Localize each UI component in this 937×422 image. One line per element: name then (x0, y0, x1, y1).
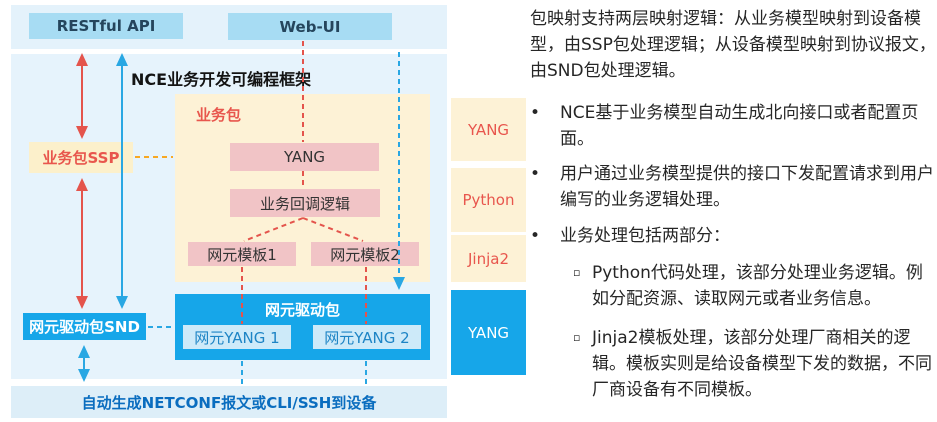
intro-paragraph: 包映射支持两层映射逻辑：从业务模型映射到设备模型，由SSP包处理逻辑；从设备模型… (530, 9, 936, 81)
bullet-icon: • (530, 226, 541, 246)
snd-box: 网元驱动包SND (23, 313, 146, 340)
legend-jinja2-label: Jinja2 (467, 249, 509, 268)
bullet-text: 用户通过业务模型提供的接口下发配置请求到用户编写的业务逻辑处理。 (560, 164, 934, 210)
sub-bullet-icon: ▫ (573, 331, 581, 344)
framework-title: NCE业务开发可编程框架 (131, 70, 312, 89)
list-item: • 业务处理包括两部分： (530, 223, 936, 249)
snd-label: 网元驱动包SND (29, 318, 140, 336)
ne-yang1-label: 网元YANG 1 (194, 328, 280, 347)
ssp-label: 业务包SSP (42, 149, 120, 167)
driver-package-label: 网元驱动包 (264, 301, 340, 319)
legend-python-box: Python (451, 168, 526, 232)
restful-api-box: RESTful API (29, 13, 183, 39)
netconf-banner-label: 自动生成NETCONF报文或CLI/SSH到设备 (81, 393, 377, 412)
legend-yang-bottom-box: YANG (451, 290, 526, 375)
sub-list-item: ▫ Jinja2模板处理，该部分处理厂商相关的逻辑。模板实则是给设备模型下发的数… (573, 325, 936, 403)
restful-api-label: RESTful API (56, 17, 156, 35)
legend-yang-bottom-label: YANG (467, 323, 510, 342)
netconf-banner: 自动生成NETCONF报文或CLI/SSH到设备 (11, 386, 447, 418)
legend-yang-top-label: YANG (467, 120, 510, 139)
bullet-icon: • (530, 164, 541, 184)
legend-python-label: Python (462, 191, 515, 209)
sub-bullet-text: Python代码处理，该部分处理业务逻辑。例如分配资源、读取网元或者业务信息。 (592, 263, 923, 309)
description-panel: 包映射支持两层映射逻辑：从业务模型映射到设备模型，由SSP包处理逻辑；从设备模型… (530, 6, 936, 403)
ssp-box: 业务包SSP (29, 142, 133, 173)
ne-yang1-box: 网元YANG 1 (183, 325, 291, 349)
legend-yang-top-box: YANG (451, 98, 526, 161)
service-yang-box: YANG (230, 143, 379, 171)
ne-template1-box: 网元模板1 (188, 242, 296, 266)
ne-yang2-box: 网元YANG 2 (313, 325, 421, 349)
sub-bullet-text: Jinja2模板处理，该部分处理厂商相关的逻辑。模板实则是给设备模型下发的数据，… (592, 328, 932, 400)
service-yang-label: YANG (283, 148, 326, 166)
ne-template2-box: 网元模板2 (311, 242, 419, 266)
ne-yang2-label: 网元YANG 2 (324, 328, 410, 347)
ne-template2-label: 网元模板2 (330, 245, 400, 264)
legend-jinja2-box: Jinja2 (451, 235, 526, 282)
sub-list-item: ▫ Python代码处理，该部分处理业务逻辑。例如分配资源、读取网元或者业务信息… (573, 260, 936, 312)
web-ui-box: Web-UI (228, 13, 392, 40)
bullet-text: NCE基于业务模型自动生成北向接口或者配置页面。 (560, 103, 919, 149)
bullet-text: 业务处理包括两部分： (560, 226, 730, 246)
web-ui-label: Web-UI (279, 17, 341, 36)
list-item: • 用户通过业务模型提供的接口下发配置请求到用户编写的业务逻辑处理。 (530, 161, 936, 213)
service-callback-label: 业务回调逻辑 (259, 194, 350, 213)
service-callback-box: 业务回调逻辑 (230, 189, 380, 217)
list-item: • NCE基于业务模型自动生成北向接口或者配置页面。 (530, 100, 936, 152)
bullet-icon: • (530, 103, 541, 123)
service-package-label: 业务包 (196, 106, 242, 124)
ne-template1-label: 网元模板1 (207, 245, 277, 264)
sub-bullet-icon: ▫ (573, 266, 581, 279)
